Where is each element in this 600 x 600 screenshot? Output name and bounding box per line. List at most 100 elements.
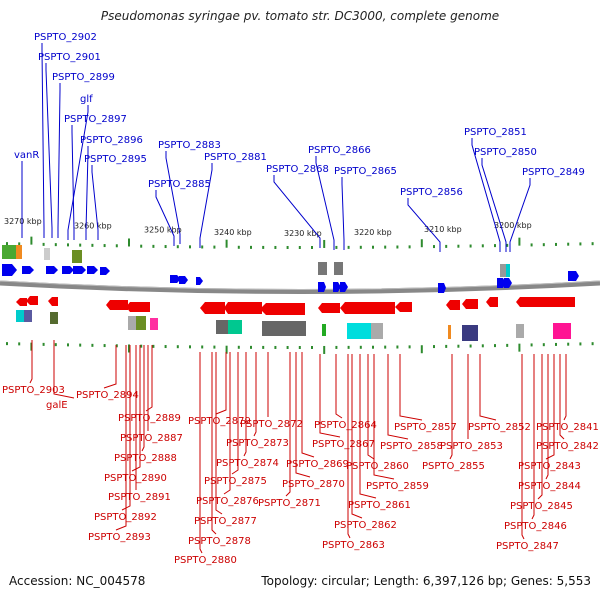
gene-label-bottom[interactable]: PSPTO_2867 bbox=[312, 439, 375, 450]
gene-label-bottom[interactable]: PSPTO_2878 bbox=[188, 536, 251, 547]
gene-label-bottom[interactable]: PSPTO_2846 bbox=[504, 521, 567, 532]
leader-line bbox=[285, 352, 291, 497]
leader-line bbox=[85, 146, 89, 240]
gene-arrow bbox=[87, 266, 98, 274]
tick-mark bbox=[567, 342, 570, 346]
leader-line bbox=[471, 138, 501, 252]
gene-label-top[interactable]: PSPTO_2883 bbox=[158, 140, 221, 151]
gene-label-bottom[interactable]: PSPTO_2844 bbox=[518, 481, 581, 492]
tick-mark bbox=[530, 243, 533, 247]
tick-mark bbox=[347, 345, 350, 349]
gene-label-top[interactable]: PSPTO_2885 bbox=[148, 179, 211, 190]
gene-label-bottom[interactable]: PSPTO_2864 bbox=[314, 420, 377, 431]
gene-arrow bbox=[224, 302, 262, 314]
gene-label-bottom[interactable]: PSPTO_2875 bbox=[204, 476, 267, 487]
genome-summary: Topology: circular; Length: 6,397,126 bp… bbox=[261, 574, 591, 588]
tick-mark bbox=[567, 242, 570, 246]
gene-label-bottom[interactable]: PSPTO_2855 bbox=[422, 461, 485, 472]
gene-arrow bbox=[62, 266, 74, 274]
gene-label-bottom[interactable]: PSPTO_2857 bbox=[394, 422, 457, 433]
leader-line bbox=[407, 198, 441, 252]
tick-mark bbox=[591, 242, 594, 246]
gene-label-bottom[interactable]: PSPTO_2871 bbox=[258, 498, 321, 509]
gene-label-top[interactable]: PSPTO_2897 bbox=[64, 114, 127, 125]
leader-line bbox=[335, 354, 343, 419]
leader-line bbox=[367, 354, 375, 460]
gene-label-bottom[interactable]: PSPTO_2893 bbox=[88, 532, 151, 543]
gene-label-bottom[interactable]: PSPTO_2887 bbox=[120, 433, 183, 444]
tick-mark bbox=[311, 245, 313, 249]
gene-label-bottom[interactable]: PSPTO_2862 bbox=[334, 520, 397, 531]
gene-label-bottom[interactable]: PSPTO_2852 bbox=[468, 422, 531, 433]
gene-label-top[interactable]: PSPTO_2866 bbox=[308, 145, 371, 156]
gene-label-top[interactable]: PSPTO_2849 bbox=[522, 167, 585, 178]
gene-label-bottom[interactable]: PSPTO_2889 bbox=[118, 413, 181, 424]
gene-label-bottom[interactable]: PSPTO_2863 bbox=[322, 540, 385, 551]
gene-label-bottom[interactable]: PSPTO_2841 bbox=[536, 422, 599, 433]
gene-label-bottom[interactable]: PSPTO_2880 bbox=[174, 555, 237, 566]
gene-arrow bbox=[260, 303, 305, 315]
gene-label-bottom[interactable]: PSPTO_2873 bbox=[226, 438, 289, 449]
tick-mark bbox=[152, 344, 155, 348]
gene-label-bottom[interactable]: PSPTO_2869 bbox=[286, 459, 349, 470]
gene-label-top[interactable]: PSPTO_2851 bbox=[464, 127, 527, 138]
gene-label-top[interactable]: PSPTO_2895 bbox=[84, 154, 147, 165]
tick-mark bbox=[396, 345, 399, 349]
gene-arrow bbox=[46, 266, 58, 274]
tick-mark bbox=[494, 344, 496, 348]
gene-label-top[interactable]: vanR bbox=[14, 150, 39, 161]
gene-label-bottom[interactable]: PSPTO_2874 bbox=[216, 458, 279, 469]
gene-label-bottom[interactable]: PSPTO_2842 bbox=[536, 441, 599, 452]
bottom-label-group: PSPTO_2903galEPSPTO_2894PSPTO_2889PSPTO_… bbox=[2, 385, 599, 566]
tick-mark bbox=[420, 345, 423, 354]
gene-label-bottom[interactable]: PSPTO_2888 bbox=[114, 453, 177, 464]
gene-label-bottom[interactable]: PSPTO_2870 bbox=[282, 479, 345, 490]
tick-mark bbox=[372, 245, 374, 249]
gene-label-bottom[interactable]: PSPTO_2843 bbox=[518, 461, 581, 472]
tick-mark bbox=[91, 343, 94, 347]
gene-label-top[interactable]: PSPTO_2865 bbox=[334, 166, 397, 177]
gene-label-top[interactable]: PSPTO_2868 bbox=[266, 164, 329, 175]
tick-label: 3240 kbp bbox=[214, 228, 252, 237]
gene-label-top[interactable]: PSPTO_2901 bbox=[38, 52, 101, 63]
tick-mark bbox=[115, 344, 118, 348]
tick-mark bbox=[420, 239, 423, 248]
gene-label-top[interactable]: PSPTO_2899 bbox=[52, 72, 115, 83]
gene-label-top[interactable]: PSPTO_2856 bbox=[400, 187, 463, 198]
gene-label-top[interactable]: PSPTO_2896 bbox=[80, 135, 143, 146]
tick-mark bbox=[164, 345, 167, 349]
gene-label-bottom[interactable]: PSPTO_2859 bbox=[366, 481, 429, 492]
gene-label-bottom[interactable]: PSPTO_2903 bbox=[2, 385, 65, 396]
gene-label-bottom[interactable]: PSPTO_2892 bbox=[94, 512, 157, 523]
leader-line bbox=[165, 151, 181, 244]
tick-label: 3210 kbp bbox=[424, 225, 462, 234]
gene-label-bottom[interactable]: galE bbox=[46, 400, 68, 411]
gene-label-bottom[interactable]: PSPTO_2891 bbox=[108, 492, 171, 503]
gene-label-top[interactable]: PSPTO_2881 bbox=[204, 152, 267, 163]
gene-label-bottom[interactable]: PSPTO_2872 bbox=[240, 419, 303, 430]
gene-label-bottom[interactable]: PSPTO_2876 bbox=[196, 496, 259, 507]
gene-label-top[interactable]: PSPTO_2902 bbox=[34, 32, 97, 43]
gene-label-bottom[interactable]: PSPTO_2845 bbox=[510, 501, 573, 512]
gene-label-bottom[interactable]: PSPTO_2860 bbox=[346, 461, 409, 472]
tick-mark bbox=[359, 245, 362, 249]
leader-line bbox=[563, 354, 567, 421]
gene-arrow bbox=[340, 302, 395, 314]
gene-label-bottom[interactable]: PSPTO_2879 bbox=[188, 416, 251, 427]
tick-label: 3260 kbp bbox=[74, 222, 112, 231]
leader-line bbox=[315, 156, 335, 250]
gene-label-bottom[interactable]: PSPTO_2894 bbox=[76, 390, 139, 401]
gene-label-bottom[interactable]: PSPTO_2861 bbox=[348, 500, 411, 511]
leader-line bbox=[231, 352, 239, 475]
genome-backbone bbox=[0, 280, 600, 294]
gene-label-bottom[interactable]: PSPTO_2890 bbox=[104, 473, 167, 484]
gene-label-top[interactable]: PSPTO_2850 bbox=[474, 147, 537, 158]
gene-label-bottom[interactable]: PSPTO_2853 bbox=[440, 441, 503, 452]
gene-label-bottom[interactable]: PSPTO_2847 bbox=[496, 541, 559, 552]
accession-text: Accession: NC_004578 bbox=[9, 574, 146, 588]
gene-label-bottom[interactable]: PSPTO_2877 bbox=[194, 516, 257, 527]
leader-line bbox=[545, 354, 555, 460]
gene-label-bottom[interactable]: PSPTO_2858 bbox=[380, 441, 443, 452]
gene-label-top[interactable]: glf bbox=[80, 94, 93, 105]
leader-line bbox=[301, 352, 315, 458]
